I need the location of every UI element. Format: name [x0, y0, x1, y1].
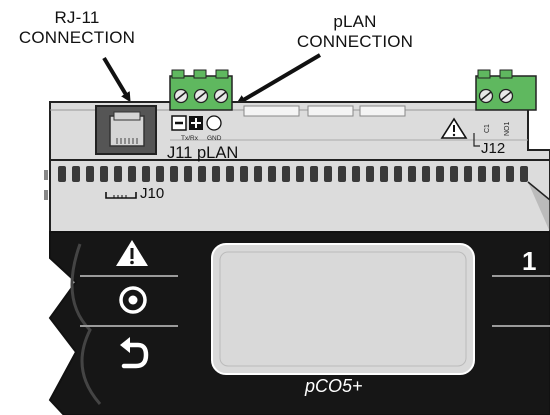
vent-slot	[296, 166, 304, 182]
prg-circle-icon	[119, 286, 147, 314]
rj11-pointer-arrow	[102, 56, 131, 103]
j10-label: J10	[140, 185, 164, 202]
rj11-callout-line1: RJ-11	[54, 8, 100, 27]
j12-bracket	[473, 133, 480, 147]
vent-slot	[212, 166, 220, 182]
plan-terminal-block	[169, 69, 233, 111]
vent-slot	[464, 166, 472, 182]
prg-key[interactable]	[119, 286, 147, 314]
vent-slot	[268, 166, 276, 182]
vent-slot	[310, 166, 318, 182]
rj11-callout-label: RJ-11 CONNECTION	[2, 8, 152, 48]
j10-connector-icon	[105, 192, 137, 199]
vent-slot	[450, 166, 458, 182]
plan-pointer-arrow	[235, 53, 322, 105]
gnd-label: GND	[207, 135, 222, 142]
vent-slot	[324, 166, 332, 182]
alarm-key[interactable]	[116, 240, 148, 266]
plan-callout-line1: pLAN	[333, 12, 377, 31]
j12-label: J12	[481, 140, 505, 157]
vent-slot	[86, 166, 94, 182]
vent-slot	[184, 166, 192, 182]
relay-c1-label: C1	[484, 124, 491, 133]
warning-triangle-icon	[440, 117, 468, 139]
vent-slot	[506, 166, 514, 182]
ground-circle-icon	[206, 115, 222, 131]
vent-slot	[72, 166, 80, 182]
vent-slot	[58, 166, 66, 182]
vent-slot	[282, 166, 290, 182]
vent-slot	[352, 166, 360, 182]
txrx-label: Tx/Rx	[181, 135, 199, 142]
rj11-callout-line2: CONNECTION	[18, 28, 136, 47]
alarm-triangle-icon	[116, 240, 148, 266]
keypad-separators	[80, 275, 550, 327]
relay-no1-label: NO1	[504, 122, 511, 137]
front-panel-bevel	[70, 243, 102, 405]
terminal-polarity-marks	[171, 115, 222, 131]
vent-slot	[394, 166, 402, 182]
vent-slot	[226, 166, 234, 182]
vent-slot	[114, 166, 122, 182]
housing-right-wedge	[527, 181, 550, 232]
lcd-display	[211, 243, 475, 375]
vent-slot	[142, 166, 150, 182]
vent-slot	[100, 166, 108, 182]
vent-slot	[198, 166, 206, 182]
vent-slot	[240, 166, 248, 182]
vent-slot	[366, 166, 374, 182]
left-side-ribs	[44, 170, 48, 200]
escape-arrow-icon	[120, 337, 149, 369]
plan-callout-line2: CONNECTION	[296, 32, 414, 51]
vent-slot	[478, 166, 486, 182]
relay-terminal-block	[475, 69, 537, 111]
j11-label: J11 pLAN	[167, 144, 238, 162]
vent-slot	[422, 166, 430, 182]
plan-callout-label: pLAN CONNECTION	[280, 12, 430, 52]
vent-slot	[380, 166, 388, 182]
rj11-port	[95, 105, 157, 155]
vent-slot	[338, 166, 346, 182]
vent-slot	[436, 166, 444, 182]
vent-slot	[254, 166, 262, 182]
vent-slot	[492, 166, 500, 182]
brand-logo: pCO5+	[304, 376, 363, 396]
vent-slot	[156, 166, 164, 182]
vent-slot	[170, 166, 178, 182]
vent-slot	[408, 166, 416, 182]
vent-slots-row	[58, 166, 528, 182]
lcd-display-inner	[219, 251, 467, 367]
vent-slot	[520, 166, 528, 182]
top-groove-strip	[243, 105, 406, 117]
vent-slot	[128, 166, 136, 182]
right-key-glyph: 1	[522, 246, 536, 276]
escape-key[interactable]	[120, 337, 149, 369]
